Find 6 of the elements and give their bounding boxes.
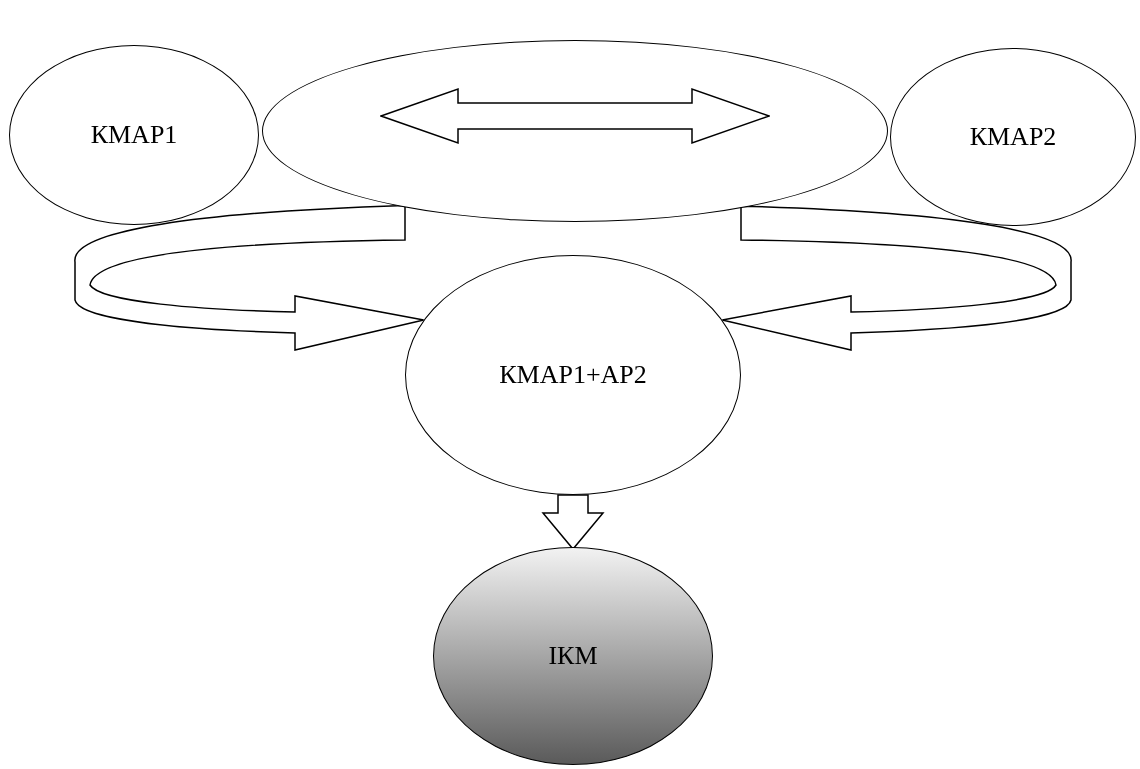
node-label: КМАР2: [969, 122, 1057, 152]
curved-arrow: [74, 204, 425, 351]
node-label: КМАР1: [90, 120, 178, 150]
node-label: КМАР1+АР2: [499, 360, 647, 390]
node-label: ІКМ: [548, 641, 598, 671]
curved-arrow: [721, 205, 1072, 351]
